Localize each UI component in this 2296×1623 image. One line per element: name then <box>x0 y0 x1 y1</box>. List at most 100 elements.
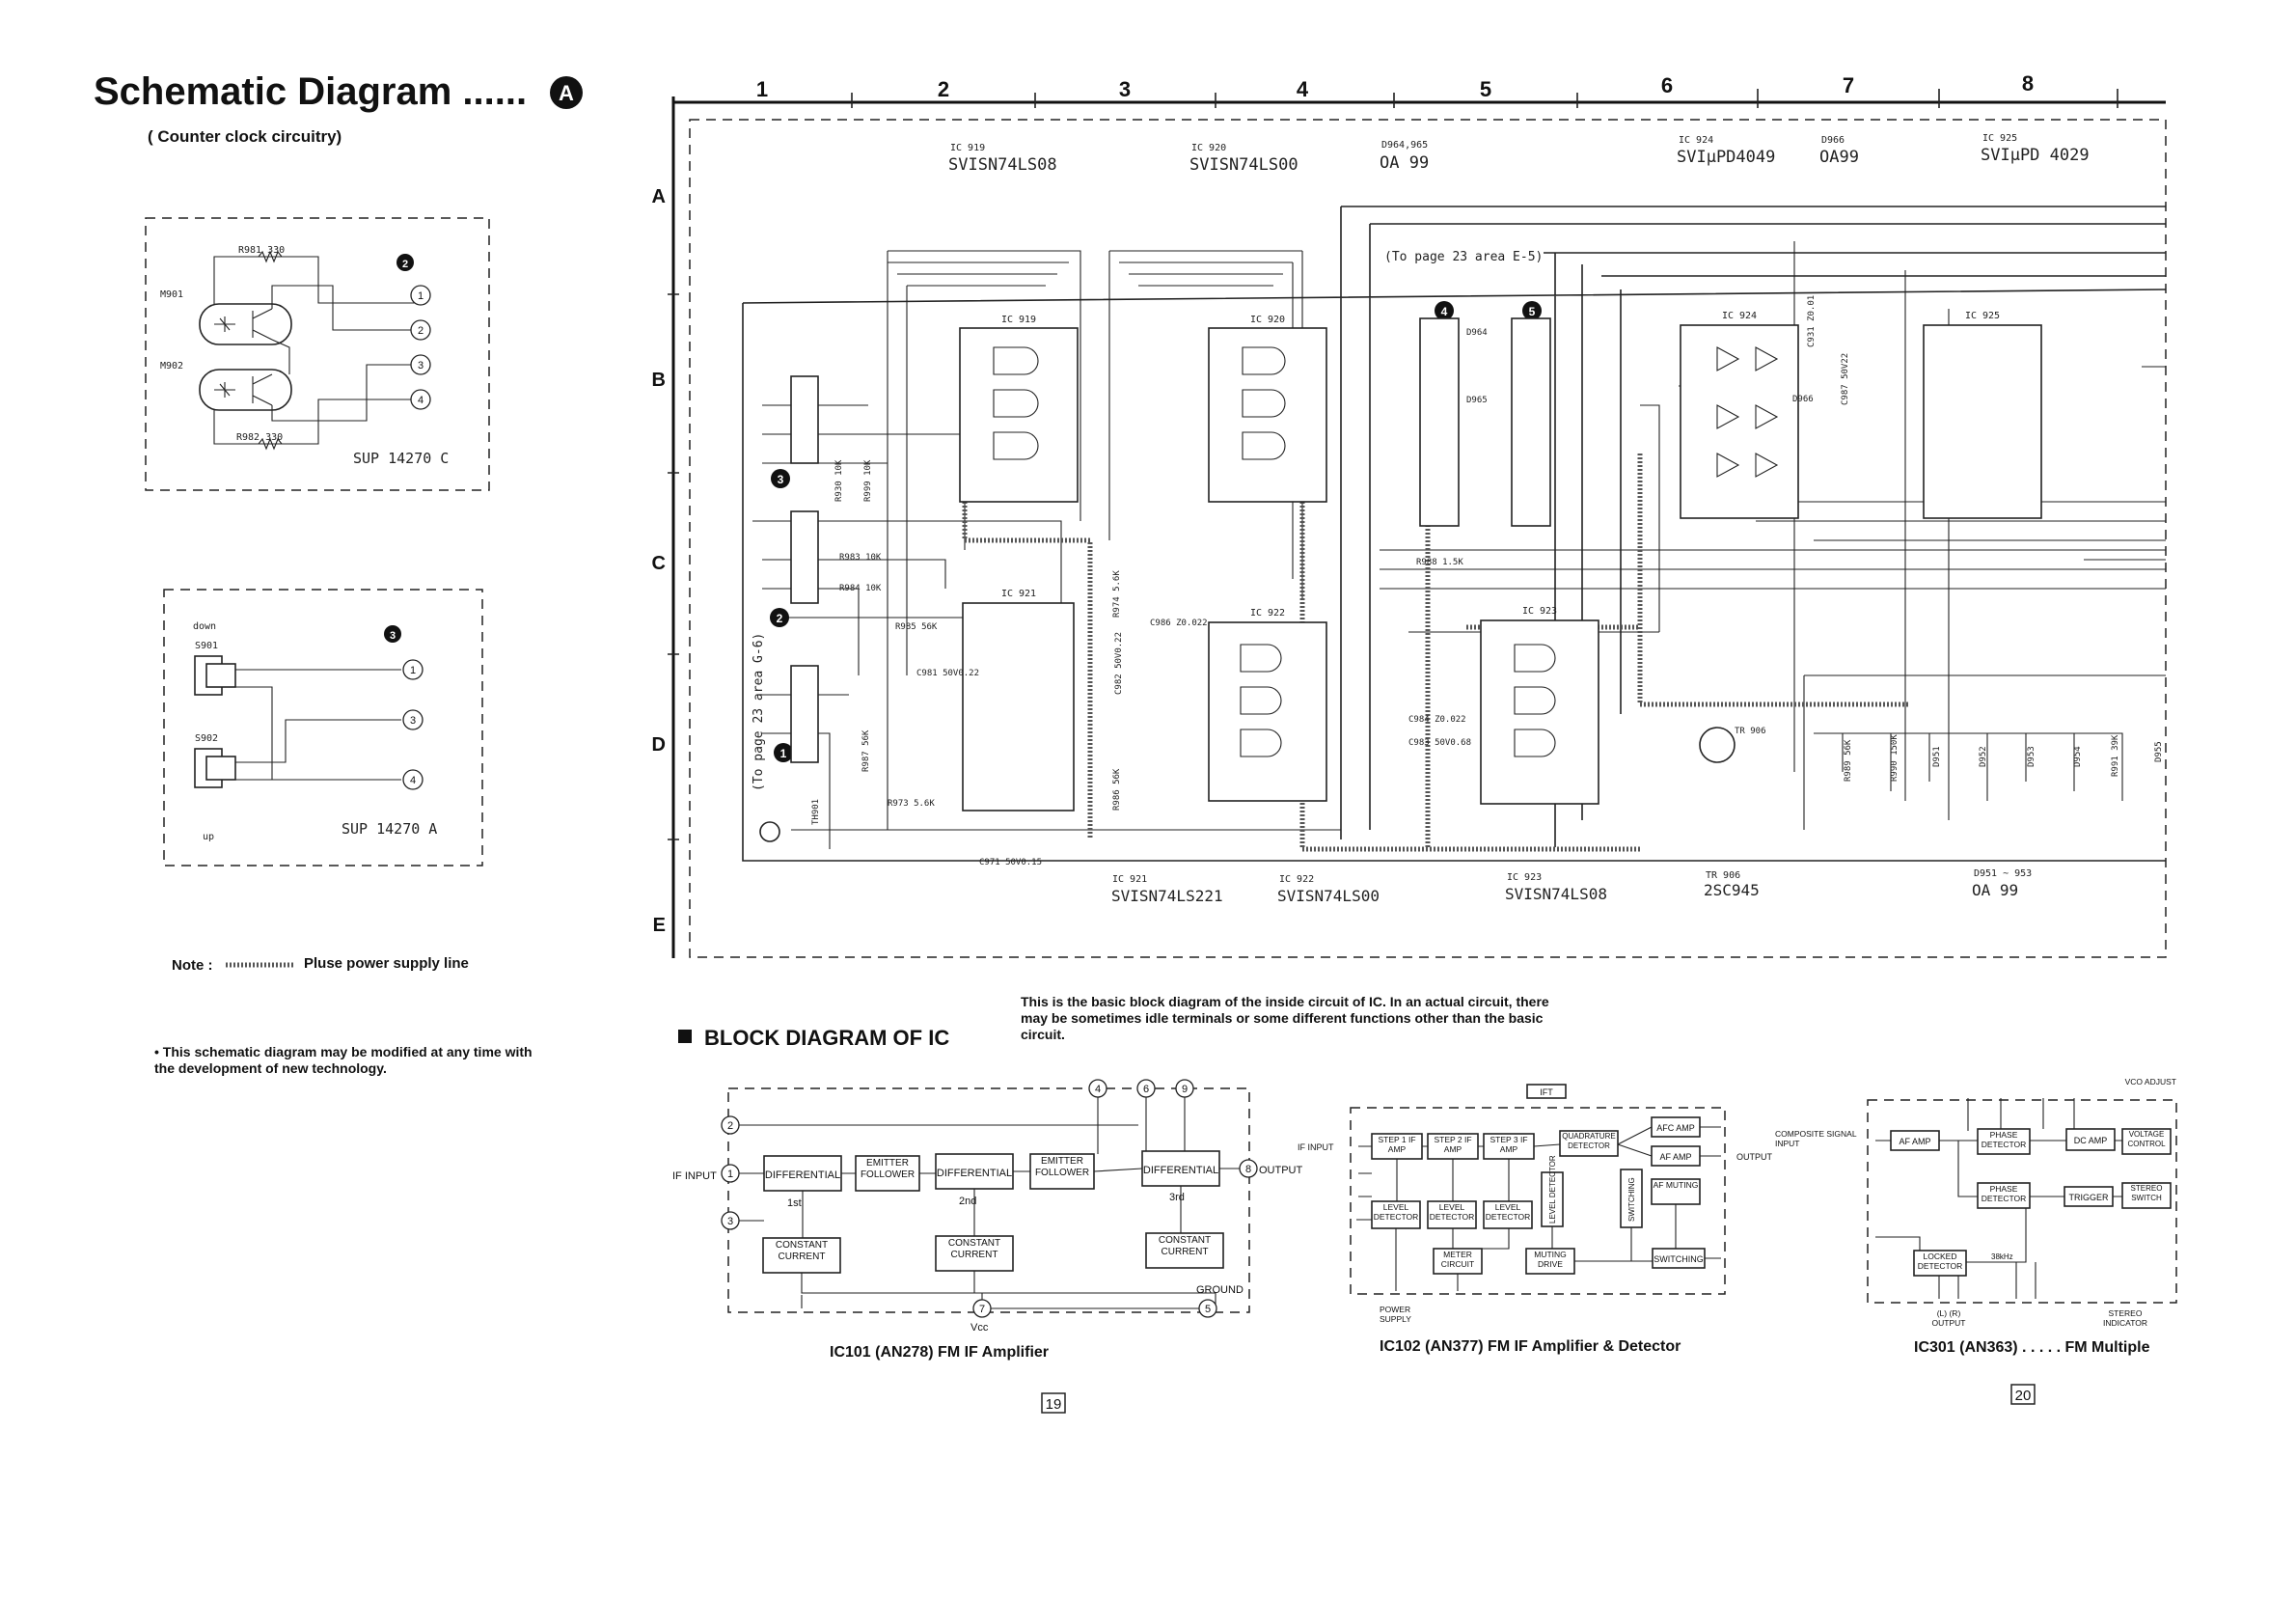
d964-part: OA 99 <box>1380 153 1429 173</box>
ic301-block-afamp-label: AF AMP <box>1899 1137 1930 1146</box>
sensor-pin-1 <box>410 285 431 306</box>
ic101-block-ef-1 <box>855 1155 920 1192</box>
sensor-resistor-top: R981 330 <box>238 245 285 256</box>
connector-1-label: 1 <box>780 747 787 760</box>
ic102-block-level3 <box>1483 1200 1533 1229</box>
switch-s901: S901 <box>195 641 218 651</box>
connector-3-strip <box>790 375 819 464</box>
ic102-input-label: IF INPUT <box>1298 1142 1334 1152</box>
ic923-ref: IC 923 <box>1507 872 1542 883</box>
ic101-block-ef-2-label: EMITTER FOLLOWER <box>1034 1156 1090 1178</box>
switch-label-up: up <box>203 832 214 842</box>
ic102-block-level4-label: LEVEL DETECTOR <box>1548 1155 1557 1224</box>
ic102-border <box>1350 1107 1726 1295</box>
ic101-block-ef-1-fo: EMITTER FOLLOWER <box>861 1158 915 1180</box>
ic101-pin-8 <box>1239 1159 1258 1178</box>
ic101-block-diff-1-label: DIFFERENTIAL <box>765 1169 840 1181</box>
switch-s901-cap <box>205 663 236 688</box>
ic102-block-meter <box>1433 1248 1483 1275</box>
ic301-vco-fo: VCO ADJUST <box>2125 1077 2176 1087</box>
connector-4-label: 4 <box>1441 305 1448 318</box>
ic101-pin-5-label: 5 <box>1205 1304 1211 1315</box>
label-c984: C984 Z0.022 <box>1408 715 1466 725</box>
page-number-20: 20 <box>2015 1388 2032 1404</box>
ic301-block-pd2-fo: PHASE DETECTOR <box>1982 1184 2027 1203</box>
ic921-ref: IC 921 <box>1112 874 1147 885</box>
ic102-block-step2-fo: STEP 2 IF AMP <box>1434 1135 1471 1154</box>
diode-transistor-symbol-1 <box>214 308 273 341</box>
ic101-pin-1 <box>721 1164 740 1183</box>
ic101-pin-4-label: 4 <box>1095 1084 1101 1095</box>
chip-ic921 <box>962 602 1075 812</box>
ic922-part: SVISN74LS00 <box>1277 887 1380 905</box>
grid-col-6: 6 <box>1661 73 1673 97</box>
ic102-block-step2 <box>1427 1133 1479 1160</box>
label-d951: D951 <box>1932 746 1942 767</box>
sensor-connector-label: 2 <box>402 259 408 270</box>
ic301-block-vco-fo: VOLTAGE CONTROL <box>2127 1130 2165 1148</box>
grid-row-c: C <box>652 553 666 574</box>
block-diagram-section: BLOCK DIAGRAM OF IC This is the basic bl… <box>672 994 2177 1361</box>
ic102-block-level3-fo: LEVEL DETECTOR <box>1486 1202 1531 1222</box>
ic101-pin-3 <box>721 1211 740 1230</box>
label-th901: TH901 <box>811 799 821 825</box>
ic101-block-diff-3-label: DIFFERENTIAL <box>1143 1165 1218 1176</box>
ic301-block-stereo-sw <box>2121 1182 2172 1209</box>
sensor-part-no: SUP 14270 C <box>353 450 449 467</box>
sensor-pin-3-label: 3 <box>418 360 424 371</box>
d966-ref: D966 <box>1821 135 1845 146</box>
label-r988: R988 1.5K <box>1416 558 1463 567</box>
ic923-part: SVISN74LS08 <box>1505 885 1607 903</box>
connector-1-badge <box>774 743 793 762</box>
ic101-pin-8-label: 8 <box>1245 1164 1251 1175</box>
ic102-block-level1-fo: LEVEL DETECTOR <box>1374 1202 1419 1222</box>
ic101-stage-3: 3rd <box>1169 1192 1185 1203</box>
ic102-block-afc-label: AFC AMP <box>1656 1123 1695 1133</box>
ic922-ref: IC 922 <box>1279 874 1314 885</box>
ic101-pin-9 <box>1175 1079 1194 1098</box>
connector-5-label: 5 <box>1529 305 1536 318</box>
ic301-block-stereo-sw-label: STEREO SWITCH <box>2130 1184 2163 1202</box>
resistor-r982 <box>258 437 283 451</box>
label-r999: R999 10K <box>863 459 873 502</box>
note-text: Pluse power supply line <box>304 955 469 972</box>
ic919-ref: IC 919 <box>950 143 985 153</box>
ic102-block-step1-fo: STEP 1 IF AMP <box>1378 1135 1415 1154</box>
ic101-block-cc-3-label: CONSTANT CURRENT <box>1158 1235 1212 1257</box>
ic924-part: SVIμPD4049 <box>1677 148 1775 167</box>
sensor-pin-2 <box>410 319 431 341</box>
label-r986: R986 56K <box>1112 768 1122 811</box>
grid-row-ticks <box>668 293 679 840</box>
ic101-pin-6 <box>1136 1079 1156 1098</box>
chip-ic925-label: IC 925 <box>1965 311 2000 321</box>
page-reference-note: (To page 23 area E-5) <box>1384 250 1543 264</box>
label-c981: C981 50V0.22 <box>916 669 979 678</box>
diode-transistor-symbol-2 <box>214 373 273 406</box>
ic102-block-switch2-label: SWITCHING <box>1654 1254 1704 1264</box>
sensor-module: R981 330 R982 330 M901 M902 2 1 2 3 4 SU… <box>145 217 490 491</box>
ic-chips: IC 919 IC 920 IC 921 IC 922 IC 923 IC 92… <box>959 311 2042 812</box>
block-heading-bullet <box>678 1030 692 1043</box>
label-c986: C986 Z0.022 <box>1150 619 1208 628</box>
sensor-pin-3 <box>410 354 431 375</box>
chip-ic925 <box>1923 324 2042 519</box>
connector-2-strip <box>790 510 819 604</box>
label-d952: D952 <box>1979 746 1988 767</box>
ic301-block-vco <box>2121 1128 2172 1155</box>
sensor-pin-4 <box>410 389 431 410</box>
ic301-block-pd1-fo: PHASE DETECTOR <box>1981 1130 2027 1149</box>
ic301-block-pd1 <box>1977 1128 2031 1155</box>
ic101-block-cc-2-label: CONSTANT CURRENT <box>947 1238 1001 1260</box>
switch-s902: S902 <box>195 733 218 744</box>
switch-s902-cap <box>205 756 236 781</box>
ic101-block-cc-1 <box>762 1237 841 1274</box>
ic101-block-diff-2-label: DIFFERENTIAL <box>937 1168 1012 1179</box>
connector-2-label: 2 <box>777 612 783 625</box>
page-title: Schematic Diagram ...... <box>94 70 527 113</box>
label-d965: D965 <box>1466 396 1488 405</box>
ic102-block-quad-label: QUADRATURE DETECTOR <box>1562 1132 1616 1150</box>
thermistor-lead <box>759 821 780 842</box>
chip-ic919 <box>959 327 1079 503</box>
label-c982: C982 50V0.22 <box>1114 632 1124 695</box>
ic301-block-pd1-label: PHASE DETECTOR <box>1981 1130 2027 1149</box>
